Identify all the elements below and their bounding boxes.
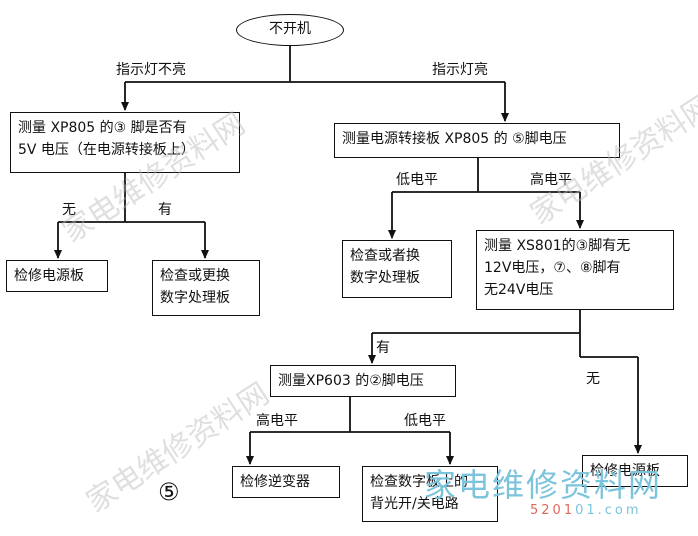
box-line: 检修电源板: [14, 268, 84, 284]
label-has-mid: 有: [376, 340, 390, 356]
label-low-level: 低电平: [396, 172, 438, 188]
watermark-logo: 家电维修资料网: [424, 466, 663, 504]
check-backlight-box: 检查数字板上的 背光开/关电路: [362, 466, 498, 522]
box-line: 检查或者换: [350, 248, 420, 264]
label-high-level-2: 高电平: [256, 413, 298, 429]
measure-xp805-pin3-box: 测量 XP805 的③ 脚是否有 5V 电压（在电源转接板上）: [10, 112, 240, 173]
box-line: 5V 电压（在电源转接板上）: [18, 142, 195, 158]
label-low-level-2: 低电平: [404, 413, 446, 429]
measure-xs801-box: 测量 XS801的③脚有无 12V电压，⑦、⑧脚有 无24V电压: [476, 230, 674, 310]
check-replace-digital-box: 检查或更换 数字处理板: [152, 260, 260, 316]
start-node: 不开机: [236, 14, 344, 46]
label-has-left: 有: [158, 202, 172, 218]
label-none-right: 无: [586, 371, 600, 387]
box-line: 背光开/关电路: [370, 496, 459, 512]
check-digital-box: 检查或者换 数字处理板: [342, 240, 452, 298]
box-line: 检查数字板上的: [370, 474, 468, 490]
watermark-url-prefix: 5201: [530, 503, 576, 518]
label-indicator-off: 指示灯不亮: [116, 62, 186, 78]
box-line: 检修逆变器: [240, 474, 310, 490]
figure-number: ⑤: [158, 478, 180, 506]
box-line: 12V电压，⑦、⑧脚有: [484, 260, 621, 276]
box-line: 数字处理板: [160, 290, 230, 306]
box-line: 测量XP603 的②脚电压: [278, 373, 424, 389]
watermark-url-suffix: 01.com: [575, 503, 642, 518]
label-indicator-on: 指示灯亮: [432, 62, 488, 78]
label-high-level: 高电平: [530, 172, 572, 188]
label-none-left: 无: [62, 202, 76, 218]
measure-xp805-pin5-box: 测量电源转接板 XP805 的 ⑤脚电压: [334, 123, 620, 158]
measure-xp603-box: 测量XP603 的②脚电压: [270, 365, 456, 397]
box-line: 数字处理板: [350, 270, 420, 286]
box-line: 检查或更换: [160, 268, 230, 284]
repair-power-board-right-box: 检修电源板: [582, 455, 688, 487]
box-line: 无24V电压: [484, 282, 554, 298]
box-line: 检修电源板: [590, 463, 660, 479]
box-line: 测量 XP805 的③ 脚是否有: [18, 120, 187, 136]
box-line: 测量电源转接板 XP805 的 ⑤脚电压: [342, 131, 567, 147]
box-line: 测量 XS801的③脚有无: [484, 238, 631, 254]
watermark-url: 520101.com: [530, 503, 642, 518]
repair-power-board-left-box: 检修电源板: [6, 260, 108, 292]
repair-inverter-box: 检修逆变器: [232, 466, 340, 498]
